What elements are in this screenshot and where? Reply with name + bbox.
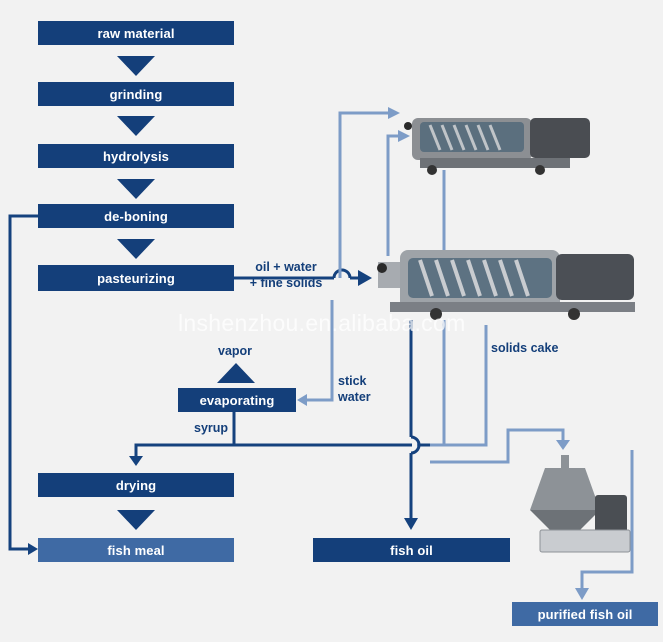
- step-pasteurizing: pasteurizing: [38, 265, 234, 291]
- output-fish-oil: fish oil: [313, 538, 510, 562]
- watermark: lnshenzhou.en.alibaba.com: [178, 310, 466, 336]
- arrow-up-vapor: [217, 363, 255, 383]
- tricanter-icon: [404, 118, 590, 175]
- line-to-separator: [430, 428, 565, 464]
- arrow-down: [117, 56, 155, 76]
- line-to-purified-oil: [580, 450, 634, 590]
- label-solids-cake: solids cake: [491, 341, 559, 355]
- step-de-boning: de-boning: [38, 204, 234, 228]
- output-purified-fish-oil: purified fish oil: [512, 602, 658, 626]
- line-bones-to-fishmeal: [8, 214, 38, 551]
- step-hydrolysis: hydrolysis: [38, 144, 234, 168]
- step-grinding: grinding: [38, 82, 234, 106]
- line-stickwater-to-evaporator: [305, 300, 334, 402]
- label-vapor: vapor: [218, 344, 253, 358]
- arrow-down: [117, 179, 155, 199]
- label-stick-water: stick water: [338, 373, 371, 405]
- label-syrup: syrup: [194, 421, 229, 435]
- arrow-down: [117, 239, 155, 259]
- label-oil-water-line2: + fine solids: [249, 276, 323, 290]
- output-fish-meal: fish meal: [38, 538, 234, 562]
- line-to-tricanter: [338, 111, 390, 278]
- label-stick-water-line1: stick: [338, 374, 367, 388]
- decanter-icon: [377, 250, 635, 320]
- step-raw-material: raw material: [38, 21, 234, 45]
- label-oil-water: oil + water + fine solids: [244, 259, 328, 291]
- step-drying: drying: [38, 473, 234, 497]
- step-evaporating: evaporating: [178, 388, 296, 412]
- arrow-down: [117, 116, 155, 136]
- label-stick-water-line2: water: [338, 390, 371, 404]
- line-solids-cake: [417, 325, 488, 447]
- arrow-down: [117, 510, 155, 530]
- label-oil-water-line1: oil + water: [255, 260, 317, 274]
- disc-separator-icon: [530, 455, 631, 553]
